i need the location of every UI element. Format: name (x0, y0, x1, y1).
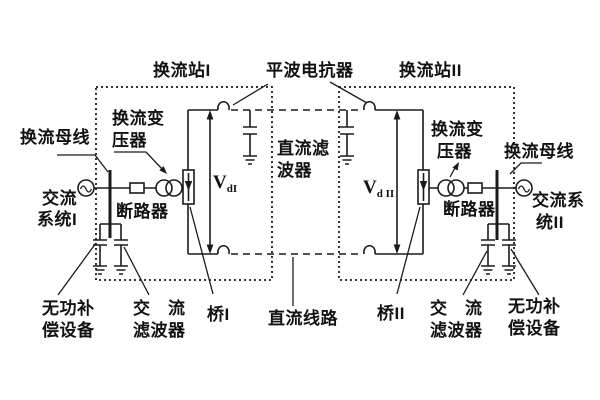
dc-filter-capacitor-left (243, 110, 257, 165)
ac-system1-label-line2: 系统I (37, 210, 78, 229)
vd2-arrow (393, 110, 401, 254)
ac-filter-capacitors-left (93, 223, 128, 275)
breaker2-symbol (467, 182, 483, 194)
smoothing-reactor-bottom-right-icon (363, 244, 376, 255)
breaker1-label: 断路器 (116, 202, 169, 221)
bridge1-label-leader (189, 206, 214, 295)
dc-line-top (188, 100, 423, 111)
breaker1-symbol (129, 182, 145, 194)
ac-filter2-label-line1: 交 流 (430, 299, 483, 318)
transformer2-symbol (437, 179, 465, 197)
vd1-label: VdI (213, 172, 237, 195)
station1-box (95, 86, 273, 281)
transformer2-label-leader (449, 162, 459, 178)
smoothing-reactor-bottom-left-icon (217, 244, 230, 255)
reactive-comp-right-leader (510, 248, 540, 296)
bus1-label-leader (57, 154, 109, 173)
smoothing-reactor-top-right-icon (363, 100, 376, 111)
dc-line-bottom (188, 244, 423, 255)
ac-filter1-label-line2: 滤波器 (133, 321, 186, 340)
smoothing-reactor-leader-right (329, 81, 368, 104)
bridge2-label: 桥II (377, 304, 405, 323)
dc-filter-capacitor-right (340, 110, 354, 165)
smoothing-reactor-top-left-icon (217, 100, 230, 111)
vd2-symbol: V (363, 177, 377, 198)
station1-title: 换流站I (153, 61, 211, 80)
dc-line-label: 直流线路 (268, 309, 338, 328)
reactive-comp-left-leader (57, 242, 97, 296)
station2-title: 换流站II (399, 61, 462, 80)
ac-filter-capacitors-right (481, 223, 516, 275)
dc-filter-label-line2: 波器 (277, 161, 312, 180)
reactive-comp1-label-line1: 无功补 (42, 299, 95, 318)
ac-filter2-label-line2: 滤波器 (430, 321, 483, 340)
ac-filter-right-leader (462, 250, 488, 296)
reactive-comp2-label-line1: 无功补 (508, 297, 561, 316)
transformer1-label-line2: 压器 (112, 131, 147, 150)
breaker2-label: 断路器 (443, 200, 496, 219)
bus2-label-leader (509, 162, 542, 175)
dc-filter-label-line1: 直流滤 (277, 139, 330, 158)
ac-source1-icon (77, 179, 95, 197)
bus2-label: 换流母线 (504, 142, 574, 161)
ac-system1-label-line1: 交流 (42, 189, 77, 208)
vd1-subscript: dI (226, 183, 238, 195)
vd2-label: Vd II (363, 177, 394, 200)
smoothing-reactor-label: 平波电抗器 (266, 61, 354, 80)
reactive-comp2-label-line2: 偿设备 (508, 319, 561, 338)
bridge1-symbol (182, 169, 195, 205)
ac-source2-icon (515, 179, 533, 197)
transformer1-symbol (155, 179, 183, 197)
station2-box (338, 86, 515, 281)
bridge2-symbol (417, 169, 430, 205)
transformer1-label-line1: 换流变 (112, 109, 165, 128)
vd2-subscript: d II (376, 188, 395, 200)
bus1-label: 换流母线 (20, 128, 90, 147)
reactive-comp1-label-line2: 偿设备 (42, 321, 95, 340)
ac-filter1-label-line1: 交 流 (133, 299, 186, 318)
ac-filter-left-leader (123, 246, 150, 296)
vd1-arrow (206, 110, 214, 254)
transformer2-label-line1: 换流变 (431, 120, 484, 139)
vd1-symbol: V (213, 172, 227, 193)
ac-system2-label-line1: 交流系 (532, 191, 585, 210)
bridge2-label-leader (396, 206, 421, 295)
ac-system2-label-line2: 统II (536, 213, 564, 232)
transformer1-label-leader (114, 151, 167, 174)
smoothing-reactor-leader-left (232, 83, 269, 106)
bridge1-label: 桥I (207, 305, 230, 324)
transformer2-label-line2: 压器 (437, 142, 472, 161)
